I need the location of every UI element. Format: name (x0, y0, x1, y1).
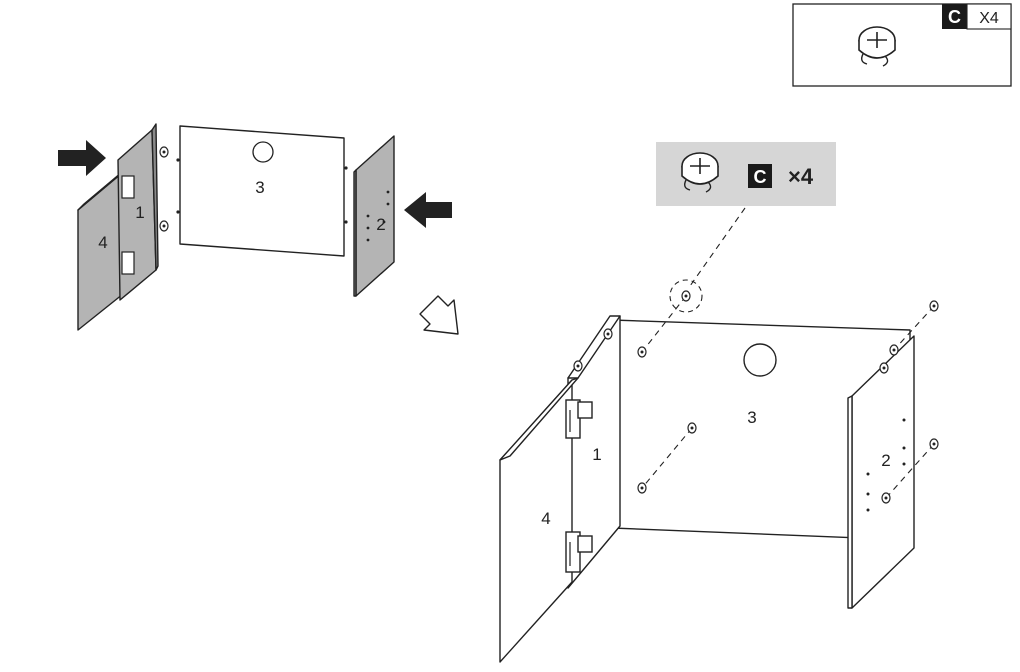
next-step-arrow-icon (419, 295, 459, 335)
quantity-badge (966, 3, 1012, 30)
panel-label-2: 2 (376, 215, 385, 234)
part-letter: C (948, 7, 961, 27)
push-arrow-icon (404, 192, 452, 228)
detail-circle (669, 279, 703, 313)
part-letter-badge (748, 164, 772, 188)
exploded-view: 4 1 3 2 (58, 123, 452, 331)
hinge-icon (565, 531, 593, 573)
parts-box: C X4 (792, 3, 1012, 87)
cam-lock-hole (929, 300, 939, 312)
quantity-label: X4 (979, 10, 999, 27)
cam-lock-hole (929, 438, 939, 450)
cable-hole (743, 343, 777, 377)
part-letter-badge (942, 4, 967, 29)
leader-line (689, 207, 746, 287)
hinge-icon (121, 251, 135, 275)
panel-label-1: 1 (135, 203, 144, 222)
panel-label-1: 1 (592, 445, 601, 464)
part-letter: C (754, 167, 767, 187)
cam-lock-hole (687, 422, 697, 434)
panel-label-4: 4 (541, 509, 550, 528)
panel-label-3: 3 (255, 178, 264, 197)
panel-label-3: 3 (747, 408, 756, 427)
cam-lock-hole (681, 290, 691, 302)
assembled-view: 4 1 3 2 (499, 290, 939, 663)
cam-lock-callout: C ×4 (656, 142, 836, 313)
quantity-label: ×4 (788, 164, 814, 189)
hinge-icon (565, 399, 593, 439)
hinge-icon (121, 175, 135, 199)
panel-label-4: 4 (98, 233, 107, 252)
cable-hole (252, 141, 274, 163)
panel-3 (179, 125, 345, 257)
panel-2 (355, 135, 395, 297)
panel-label-2: 2 (881, 451, 890, 470)
push-arrow-icon (58, 140, 106, 176)
